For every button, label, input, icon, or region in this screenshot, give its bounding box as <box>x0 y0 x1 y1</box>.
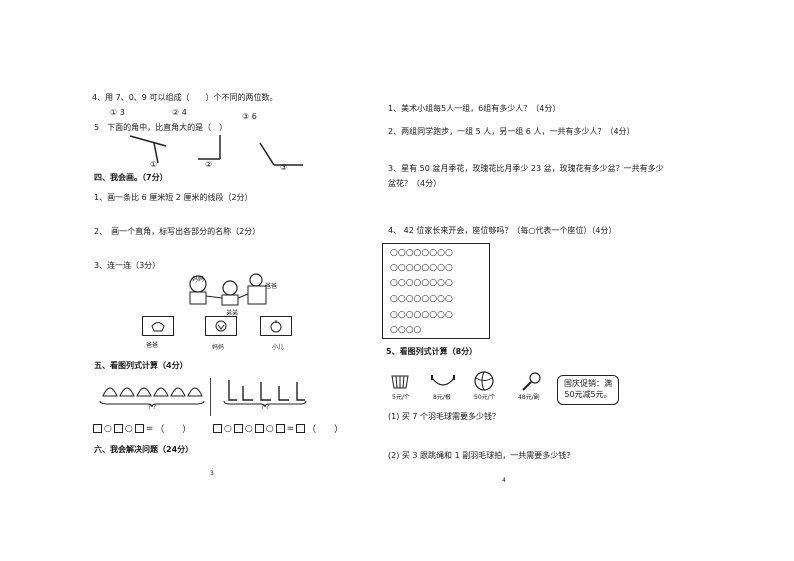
draw-1: 1、画一条比 6 厘米短 2 厘米的线段（2分） <box>94 193 253 202</box>
problem-4: 4、 42 位家长来开会，座位够吗？（每○代表一个座位）（4分） <box>388 226 617 235</box>
divider <box>210 378 211 416</box>
angle-3-ray-a <box>259 142 275 166</box>
shuttlecock-icon <box>391 375 409 389</box>
match-picture-3 <box>260 316 292 336</box>
q4-option-1: ① 3 <box>110 108 125 117</box>
q4-option-2: ② 4 <box>172 108 187 117</box>
section-6-heading: 六、我会解决问题（24分） <box>94 445 194 454</box>
family-illustration <box>189 273 267 306</box>
problem-3-line-2: 盆花？（4分） <box>388 179 442 188</box>
equation-1: ○○=（） <box>92 422 192 435</box>
seat-row-4: ○○○○○○○○ <box>390 294 453 304</box>
draw-2: 2、 画一个直角，标写出各部分的名称（2分） <box>94 227 261 236</box>
match-picture-1 <box>142 316 174 336</box>
brace-1 <box>99 400 205 408</box>
racket-icon <box>522 372 541 391</box>
section-5-heading: 五、看图列式计算（4分） <box>94 361 188 370</box>
match-bottom-label-3: 小儿 <box>272 344 285 351</box>
seat-row-3: ○○○○○○○○ <box>390 278 453 288</box>
problem-3-line-1: 3、星有 50 盆月季花，玫瑰花比月季少 23 盆，玫瑰花有多少盆？一共有多少 <box>388 164 664 173</box>
problem-1: 1、美术小组每5人一组，6组有多少人？（4分） <box>388 104 561 113</box>
price-racket: 48元/副 <box>518 394 540 401</box>
jump-rope-icon <box>431 375 455 386</box>
brace-2 <box>223 400 307 408</box>
sub-question-2: (2) 买 3 跟跳绳和 1 副羽毛球拍，一共需要多少钱？ <box>388 451 575 460</box>
brace-2-label: ?个 <box>261 404 271 411</box>
angle-1-label: ① <box>150 160 158 169</box>
ball-icon <box>474 371 494 391</box>
angle-1-ray-a <box>129 135 167 147</box>
match-top-label-2: 爸爸 <box>265 283 278 290</box>
match-top-label-3: 弟弟 <box>226 310 239 317</box>
match-bottom-label-2: 妈妈 <box>212 344 225 351</box>
seat-row-2: ○○○○○○○○ <box>390 263 453 273</box>
q4-option-3: ③ 6 <box>242 112 257 121</box>
seat-row-5: ○○○○○○○○ <box>390 310 453 320</box>
page-number-right: 4 <box>502 477 506 484</box>
problem-5-heading: 5、看图列式计算（8分） <box>386 347 478 356</box>
pumpkin-row <box>102 387 203 397</box>
angle-3-label: ③ <box>280 163 288 172</box>
brace-1-label: ?个 <box>148 404 158 411</box>
seat-row-6: ○○○○ <box>390 325 422 335</box>
match-picture-2 <box>205 316 237 336</box>
question-4: 4、用 7、0、9 可以组成（ ）个不同的两位数。 <box>92 93 278 102</box>
promo-box: 国庆促销：满 50元减5元。 <box>557 375 619 405</box>
section-4-heading: 四、我会画。（7分） <box>94 173 168 182</box>
angle-1-ray-b <box>153 142 159 164</box>
equation-2: ○○○=（） <box>212 422 344 435</box>
promo-line-1: 国庆促销：满 <box>564 379 612 388</box>
match-bottom-label-1: 爸爸 <box>146 342 159 349</box>
price-shuttlecock: 5元/个 <box>392 394 410 401</box>
promo-line-2: 50元减5元。 <box>564 390 612 399</box>
problem-2: 2、两组同学跑步，一组 5 人，另一组 6 人，一共有多少人？（4分） <box>388 127 635 136</box>
match-top-label-1: 妈妈 <box>192 276 205 283</box>
l-shape-row <box>228 380 305 401</box>
question-5: 5 下面的角中，比直角大的是（ ） <box>94 123 228 132</box>
angle-figures <box>129 135 303 166</box>
seat-grid: ○○○○○○○○ ○○○○○○○○ ○○○○○○○○ ○○○○○○○○ ○○○○… <box>382 243 490 339</box>
seat-row-1: ○○○○○○○○ <box>390 248 453 258</box>
draw-3: 3、连一连（3分） <box>94 261 161 270</box>
price-jump-rope: 8元/根 <box>433 394 451 401</box>
sub-question-1: (1) 买 7 个羽毛球需要多少钱？ <box>388 412 501 421</box>
page-number-left: 3 <box>210 470 214 477</box>
price-ball: 50元/个 <box>474 394 496 401</box>
angle-2-label: ② <box>205 160 213 169</box>
